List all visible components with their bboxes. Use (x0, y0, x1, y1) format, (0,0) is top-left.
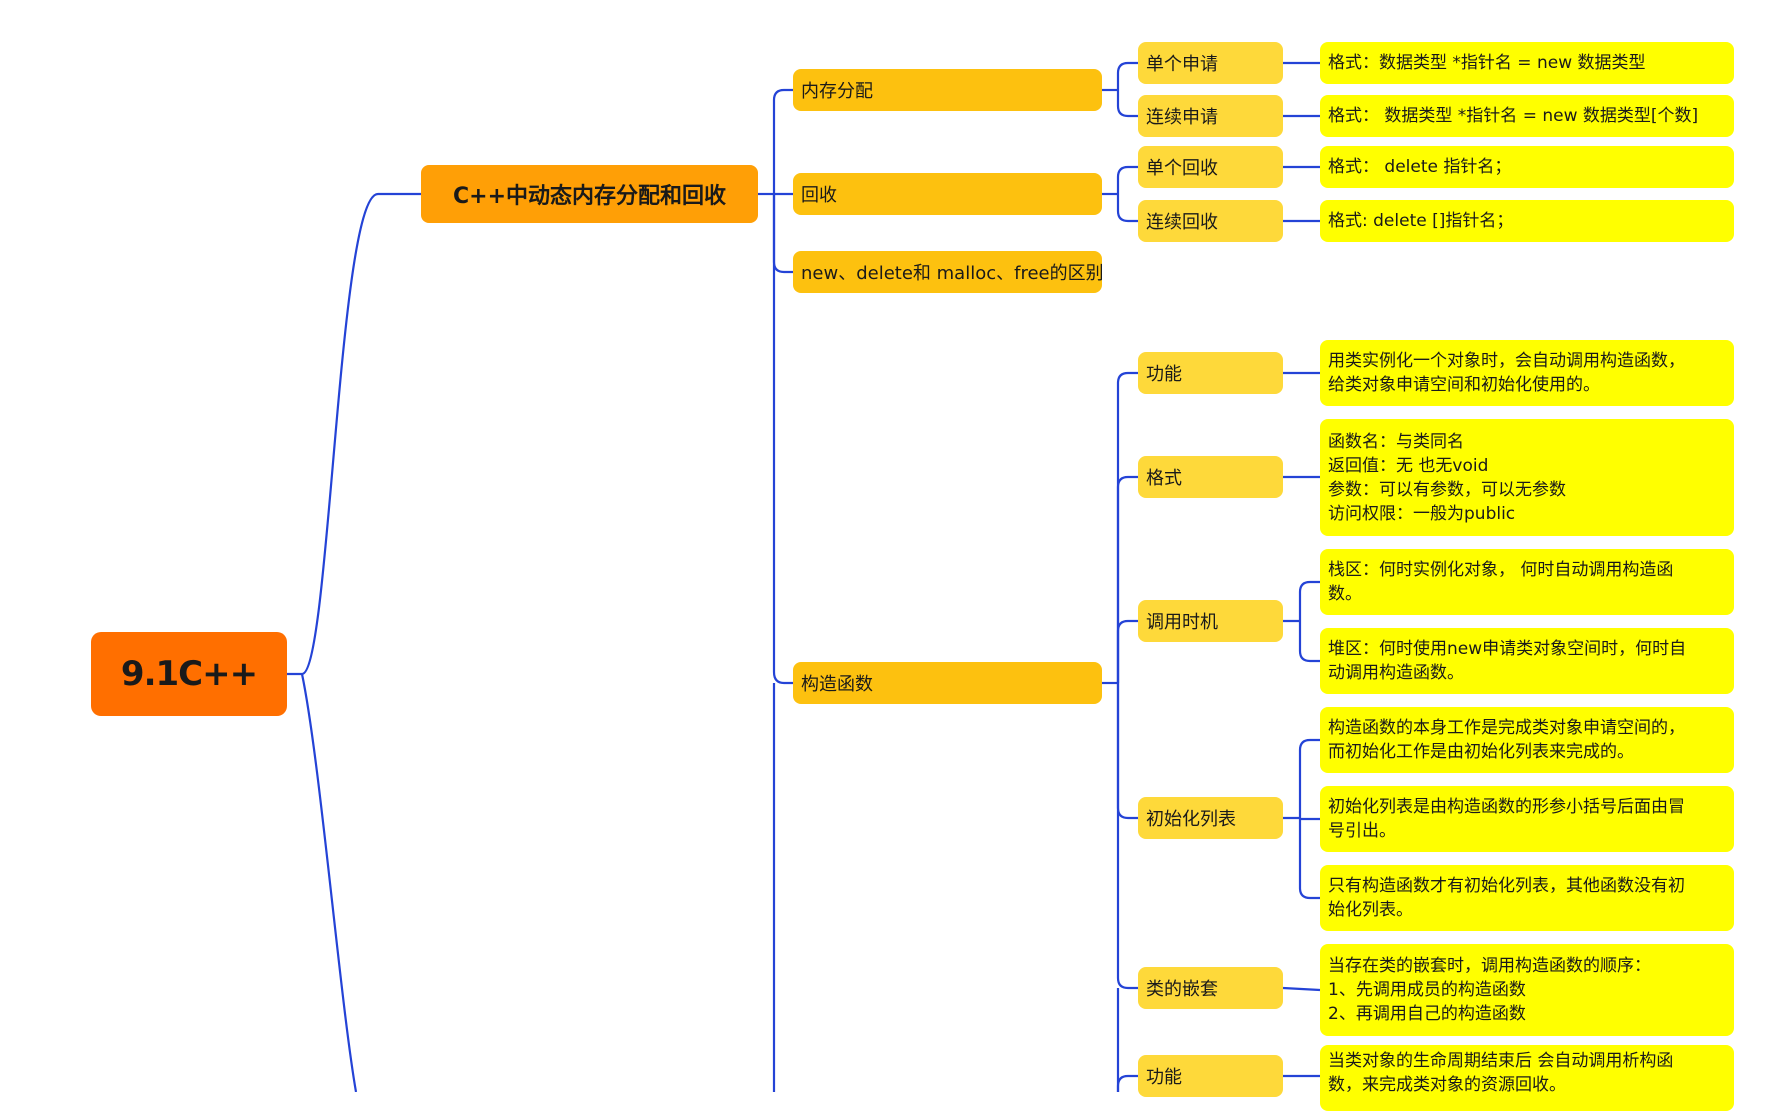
node-ctor-function[interactable]: 功能 (1138, 352, 1283, 394)
node-recycle[interactable]: 回收 (793, 173, 1102, 215)
node-ctor-init-list[interactable]: 初始化列表 (1138, 797, 1283, 839)
leaf-initlist-note-2[interactable]: 初始化列表是由构造函数的形参小括号后面由冒 号引出。 (1320, 786, 1734, 852)
leaf-class-nesting-detail[interactable]: 当存在类的嵌套时，调用构造函数的顺序： 1、先调用成员的构造函数 2、再调用自己… (1320, 944, 1734, 1036)
link-initlist-branch-1 (1298, 817, 1320, 821)
link-leaf-6 (1282, 986, 1321, 992)
root-node[interactable]: 9.1C++ (91, 632, 287, 716)
node-ctor-class-nesting[interactable]: 类的嵌套 (1138, 967, 1283, 1009)
leaf-ctor-format-detail[interactable]: 函数名：与类同名 返回值：无 也无void 参数：可以有参数，可以无参数 访问权… (1320, 419, 1734, 536)
leaf-single-alloc-format[interactable]: 格式：数据类型 *指针名 = new 数据类型 (1320, 42, 1734, 84)
leaf-text: 堆区：何时使用new申请类对象空间时，何时自 动调用构造函数。 (1328, 639, 1687, 683)
node-dtor-function[interactable]: 功能 (1138, 1055, 1283, 1097)
node-new-delete-difference[interactable]: new、delete和 malloc、free的区别 (793, 251, 1102, 293)
section-dynamic-memory[interactable]: C++中动态内存分配和回收 (421, 165, 758, 223)
link-initlist-branch-2 (1298, 818, 1320, 900)
link-timing-branch-1 (1298, 621, 1320, 663)
leaf-text: 函数名：与类同名 返回值：无 也无void 参数：可以有参数，可以无参数 访问权… (1328, 431, 1566, 524)
node-memory-allocation[interactable]: 内存分配 (793, 69, 1102, 111)
node-single-alloc[interactable]: 单个申请 (1138, 42, 1283, 84)
node-continuous-alloc[interactable]: 连续申请 (1138, 95, 1283, 137)
leaf-text: 格式：数据类型 *指针名 = new 数据类型 (1328, 53, 1646, 73)
link-ctor-branch-2 (1116, 619, 1138, 683)
link-ctor-branch-3 (1116, 683, 1138, 820)
node-continuous-recycle[interactable]: 连续回收 (1138, 200, 1283, 242)
link-section-ctor (772, 194, 793, 685)
leaf-continuous-alloc-format[interactable]: 格式： 数据类型 *指针名 = new 数据类型[个数] (1320, 95, 1734, 137)
link-recycle-branch-1 (1116, 194, 1138, 223)
link-recycle-branch-0 (1116, 165, 1138, 194)
leaf-text: 格式： 数据类型 *指针名 = new 数据类型[个数] (1328, 106, 1699, 126)
node-constructor[interactable]: 构造函数 (793, 662, 1102, 704)
leaf-initlist-note-1[interactable]: 构造函数的本身工作是完成类对象申请空间的， 而初始化工作是由初始化列表来完成的。 (1320, 707, 1734, 773)
node-ctor-call-timing[interactable]: 调用时机 (1138, 600, 1283, 642)
leaf-text: 当存在类的嵌套时，调用构造函数的顺序： 1、先调用成员的构造函数 2、再调用自己… (1328, 956, 1651, 1024)
leaf-ctor-timing-stack[interactable]: 栈区：何时实例化对象， 何时自动调用构造函 数。 (1320, 549, 1734, 615)
link-ctor-branch-0 (1116, 371, 1138, 683)
leaf-text: 构造函数的本身工作是完成类对象申请空间的， 而初始化工作是由初始化列表来完成的。 (1328, 718, 1685, 762)
leaf-text: 用类实例化一个对象时，会自动调用构造函数， 给类对象申请空间和初始化使用的。 (1328, 351, 1685, 395)
link-ctor-branch-1 (1116, 475, 1138, 683)
link-dtor-function (1116, 1074, 1138, 1092)
leaf-text: 只有构造函数才有初始化列表，其他函数没有初 始化列表。 (1328, 876, 1685, 920)
leaf-dtor-function-detail[interactable]: 当类对象的生命周期结束后 会自动调用析构函 数，来完成类对象的资源回收。 (1320, 1045, 1734, 1111)
leaf-text: 格式： delete 指针名； (1328, 157, 1512, 177)
link-section-l2-branch-2 (772, 194, 793, 274)
node-ctor-format[interactable]: 格式 (1138, 456, 1283, 498)
leaf-ctor-timing-heap[interactable]: 堆区：何时使用new申请类对象空间时，何时自 动调用构造函数。 (1320, 628, 1734, 694)
link-initlist-branch-0 (1298, 738, 1320, 818)
link-ctor-branch-4 (1116, 683, 1138, 990)
link-root-section1 (287, 192, 421, 676)
link-root-section2 (300, 673, 358, 1092)
link-timing-branch-0 (1298, 580, 1320, 621)
leaf-continuous-recycle-format[interactable]: 格式: delete []指针名； (1320, 200, 1734, 242)
link-section-l2-branch-0 (772, 88, 793, 194)
leaf-text: 栈区：何时实例化对象， 何时自动调用构造函 数。 (1328, 560, 1674, 604)
link-alloc-branch-0 (1116, 61, 1138, 90)
leaf-initlist-note-3[interactable]: 只有构造函数才有初始化列表，其他函数没有初 始化列表。 (1320, 865, 1734, 931)
leaf-text: 初始化列表是由构造函数的形参小括号后面由冒 号引出。 (1328, 797, 1685, 841)
node-single-recycle[interactable]: 单个回收 (1138, 146, 1283, 188)
leaf-ctor-function-detail[interactable]: 用类实例化一个对象时，会自动调用构造函数， 给类对象申请空间和初始化使用的。 (1320, 340, 1734, 406)
leaf-text: 格式: delete []指针名； (1328, 211, 1514, 231)
leaf-single-recycle-format[interactable]: 格式： delete 指针名； (1320, 146, 1734, 188)
link-alloc-branch-1 (1116, 90, 1138, 118)
leaf-text: 当类对象的生命周期结束后 会自动调用析构函 数，来完成类对象的资源回收。 (1328, 1051, 1674, 1095)
